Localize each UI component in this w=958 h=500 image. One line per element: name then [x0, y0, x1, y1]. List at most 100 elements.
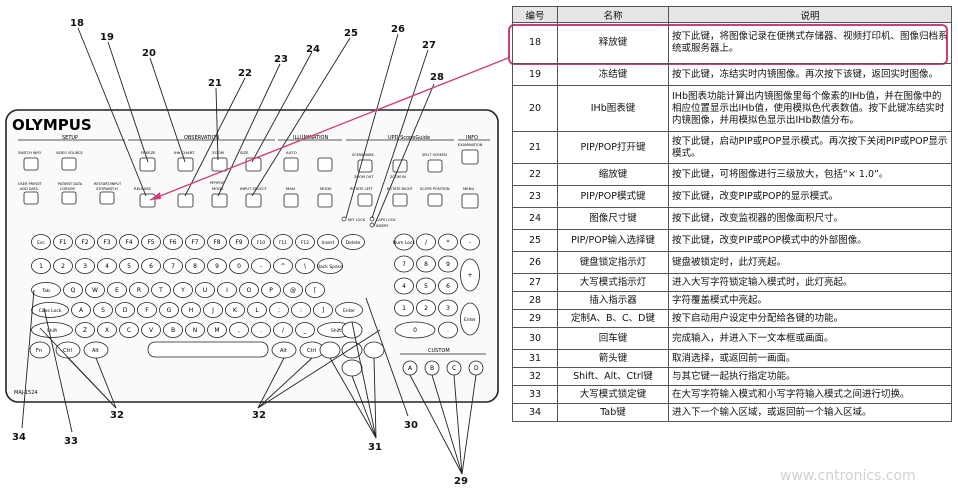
row-name: 冻结键	[557, 63, 669, 86]
num-key-12	[295, 258, 315, 274]
z-key-3	[119, 322, 139, 338]
indicator-insert: INSERT	[376, 224, 389, 228]
q-key-label: R	[137, 287, 141, 294]
fn-key-label: Insert	[322, 240, 335, 246]
callout-24: 24	[306, 44, 320, 55]
model-label: MAJ-1524	[14, 390, 38, 396]
row-name: Tab键	[557, 403, 669, 422]
row-number: 23	[512, 185, 558, 208]
q-key-5	[151, 282, 171, 298]
q-key-4	[129, 282, 149, 298]
fn-key-label: F10	[257, 240, 265, 246]
numpad-key-11	[394, 299, 414, 317]
key-rotate-right: ROTATE RIGHT	[387, 187, 413, 191]
z-key-label: C	[127, 327, 131, 334]
fn-key-label: F1	[59, 239, 66, 246]
num-key-13	[317, 258, 343, 274]
numpad-key-label: 7	[402, 261, 406, 268]
q-key-label: P	[269, 287, 273, 294]
fn-key-4	[119, 234, 139, 250]
numpad-key-label: 0	[413, 327, 417, 334]
z-key-label: /	[282, 327, 285, 334]
callout-32-right: 32	[252, 410, 266, 421]
key-mode: MODE	[212, 186, 224, 191]
row-description: IHb图表功能计算出内镜图像里每个像素的IHb值，并在图像中的相应位置显示出IH…	[668, 85, 952, 132]
a-key-1	[71, 302, 91, 318]
numpad-key-label: +	[467, 272, 472, 279]
callout-30: 30	[404, 420, 418, 431]
q-key-label: U	[203, 287, 207, 294]
section-setup: SETUP	[62, 135, 78, 141]
z-key-0	[31, 322, 73, 338]
numpad-key-9	[416, 277, 436, 295]
key-zoom-out: ZOOM OUT	[354, 175, 374, 179]
a-key-10	[269, 302, 289, 318]
num-key-6	[163, 258, 183, 274]
key-restart: RESTART/INPUT	[94, 182, 122, 186]
row-name: IHb图表键	[557, 85, 669, 132]
fn-key-7	[185, 234, 205, 250]
fn-key-label: F7	[191, 239, 198, 246]
row-name: 回车键	[557, 327, 669, 350]
callout-31: 31	[368, 442, 382, 453]
brand-logo: OLYMPUS	[12, 116, 92, 134]
fn-key-10	[251, 234, 271, 250]
numpad-key-label: 1	[402, 305, 406, 312]
watermark: www.cntronics.com	[780, 468, 916, 484]
key-examination: EXAMINATION	[458, 143, 483, 147]
row-description: 按下启动用户设定中分配给各键的功能。	[668, 309, 952, 328]
numpad-key-16	[438, 321, 458, 339]
row-number: 29	[512, 309, 558, 328]
row-description: 与其它键一起执行指定功能。	[668, 367, 952, 386]
row-number: 25	[512, 229, 558, 252]
row-description: 按下此键，改变PIP或POP模式中的外部图像。	[668, 229, 952, 252]
q-key-0	[31, 282, 61, 298]
numpad-key-14	[460, 302, 480, 336]
fn-key-0	[31, 234, 51, 250]
custom-key-a: A	[408, 365, 413, 372]
fn-key-3	[97, 234, 117, 250]
z-key-10	[273, 322, 293, 338]
a-key-3	[115, 302, 135, 318]
callout-22: 22	[238, 68, 252, 79]
row-description: 在大写字符输入模式和小写字符输入模式之间进行切换。	[668, 385, 952, 404]
numpad-key-15	[394, 321, 436, 339]
q-key-12	[305, 282, 325, 298]
numpad-key-label: 4	[402, 283, 406, 290]
fn-key-label: F6	[169, 239, 176, 246]
numpad-key-6	[438, 255, 458, 273]
section-info: INFO	[466, 135, 478, 141]
row-number: 30	[512, 327, 558, 350]
numpad-key-5	[416, 255, 436, 273]
a-key-label: G	[167, 307, 172, 314]
row-number: 22	[512, 163, 558, 186]
z-key-7	[207, 322, 227, 338]
key-add-data: ADD DATA	[20, 187, 39, 191]
a-key-13	[335, 302, 363, 318]
num-key-1	[53, 258, 73, 274]
q-key-8	[217, 282, 237, 298]
fn-key-label: Esc	[37, 240, 45, 246]
custom-key-c: C	[452, 365, 456, 372]
callout-29: 29	[454, 476, 468, 487]
a-key-4	[137, 302, 157, 318]
row-number: 19	[512, 63, 558, 86]
callout-25: 25	[344, 28, 358, 39]
num-key-label: 7	[171, 263, 175, 270]
a-key-11	[291, 302, 311, 318]
num-key-label: 0	[237, 263, 241, 270]
custom-key-d: D	[474, 365, 479, 372]
q-key-2	[85, 282, 105, 298]
z-key-4	[141, 322, 161, 338]
row-name: 定制A、B、C、D键	[557, 309, 669, 328]
indicator-key-lock: KEY LOCK	[348, 218, 366, 222]
z-key-label: .	[260, 327, 262, 334]
num-key-label: ^	[280, 263, 285, 270]
row-description: 进入下一个输入区域，或返回前一个输入区域。	[668, 403, 952, 422]
